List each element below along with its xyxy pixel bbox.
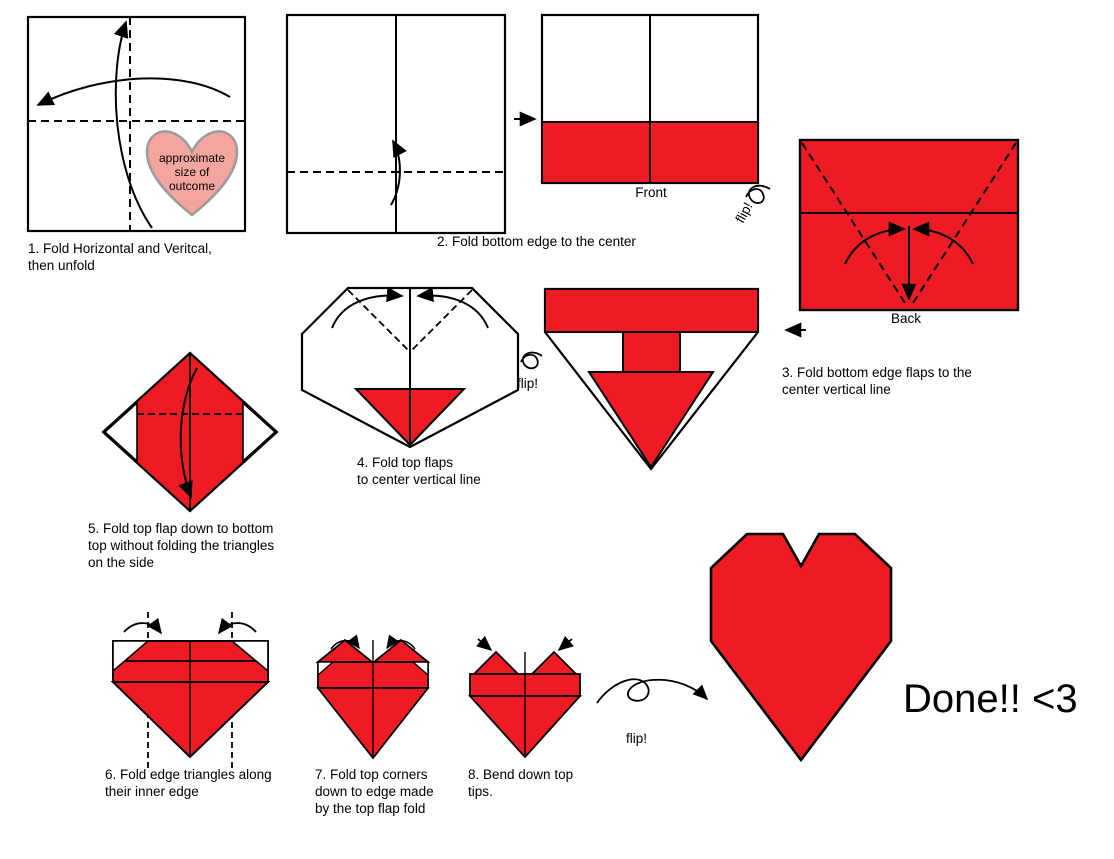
step4-fold-line-right (409, 289, 473, 353)
step7-caption-line1: 7. Fold top corners (315, 767, 428, 782)
step7-white-corner-right (411, 661, 429, 677)
step1-caption-line2: then unfold (28, 258, 95, 273)
step4-result-top-band (544, 288, 759, 333)
step1-horizontal-fold-arrow (36, 77, 231, 106)
done-label: Done!! <3 (903, 677, 1078, 721)
step8-top-bump-left (471, 650, 521, 675)
step8-bend-arrow-left (476, 635, 493, 652)
step7-caption-line2: down to edge made (315, 784, 434, 799)
step6-fold-arrow-right (218, 617, 257, 635)
step6-fold-arrow-left (123, 617, 162, 635)
step2-caption: 2. Fold bottom edge to the center (437, 234, 636, 249)
finished-heart-diagram: Done!! <3 (709, 532, 1078, 763)
step4-fold-line-left (347, 289, 411, 353)
step7-top-bump-right (371, 638, 431, 663)
finished-heart (709, 532, 893, 763)
step3-caption-line1: 3. Fold bottom edge flaps to the (782, 365, 972, 380)
step2-diagram: 2. Fold bottom edge to the center (285, 13, 636, 249)
step1-caption-line1: 1. Fold Horizontal and Veritcal, (28, 241, 212, 256)
step3-back-fold-arrow-left (844, 221, 906, 265)
flip-curl-icon (520, 351, 543, 370)
step6-white-corner-right (229, 640, 269, 673)
step1-vertical-fold-arrow (113, 20, 153, 229)
step7-fold-arrow-right (386, 634, 416, 650)
step1-diagram: approximate size of outcome 1. Fold Hori… (26, 15, 247, 273)
step4-fold-arrow-right (416, 287, 489, 329)
step5-fold-arrow (178, 367, 198, 499)
step5-white-flap-left (103, 401, 138, 463)
step3-caption-line2: center vertical line (782, 382, 891, 397)
outcome-heart-note-line3: outcome (169, 179, 215, 193)
step8-caption-line2: tips. (468, 784, 493, 799)
step6-white-corner-left (112, 640, 151, 673)
step7-fold-arrow-left (330, 634, 360, 650)
step4-fold-arrow-left (331, 287, 404, 329)
step6-caption-line2: their inner edge (105, 784, 199, 799)
step4-caption-line2: to center vertical line (357, 472, 481, 487)
flip-curl-icon (745, 184, 771, 204)
step7-diagram: 7. Fold top corners down to edge made by… (315, 634, 434, 816)
outcome-heart-note-line2: size of (175, 165, 210, 179)
flip-label: flip! (517, 376, 538, 391)
step5-white-flap-right (242, 401, 277, 463)
step5-caption-line2: top without folding the triangles (88, 538, 274, 553)
step5-caption-line3: on the side (88, 555, 154, 570)
step6-diagram: 6. Fold edge triangles along their inner… (105, 612, 272, 799)
step8-top-bump-right (529, 650, 579, 675)
flip-curl-icon (596, 678, 709, 704)
step7-caption-line3: by the top flap fold (315, 801, 425, 816)
step4-caption-line1: 4. Fold top flaps (357, 455, 453, 470)
step2-fold-arrow (390, 139, 407, 206)
step7-top-bump-left (315, 638, 375, 663)
step3-front-diagram: Front flip! (540, 13, 771, 226)
step8-diagram: 8. Bend down top tips. flip! (467, 635, 709, 799)
flip-label: flip! (732, 200, 755, 226)
step4-result-bottom-triangle (587, 371, 715, 469)
step3-back-fold-arrow-right (912, 221, 974, 265)
step5-diagram: 5. Fold top flap down to bottom top with… (88, 351, 279, 570)
outcome-heart-note-line1: approximate (159, 151, 225, 165)
step5-caption-line1: 5. Fold top flap down to bottom (88, 521, 273, 536)
back-label: Back (891, 311, 921, 326)
step8-bend-arrow-right (557, 635, 574, 652)
step3-back-fold-line-right (912, 142, 1017, 304)
step6-caption-line1: 6. Fold edge triangles along (105, 767, 272, 782)
step8-caption-line1: 8. Bend down top (468, 767, 573, 782)
step7-white-corner-left (317, 661, 335, 677)
step4-result-diagram (543, 287, 760, 471)
step4-diagram: 4. Fold top flaps to center vertical lin… (300, 286, 543, 487)
step3-back-fold-line-left (801, 142, 906, 304)
front-label: Front (635, 185, 667, 200)
step3-back-diagram: Back 3. Fold bottom edge flaps to the ce… (782, 138, 1020, 397)
flip-label: flip! (626, 731, 647, 746)
outcome-size-heart (145, 130, 239, 217)
